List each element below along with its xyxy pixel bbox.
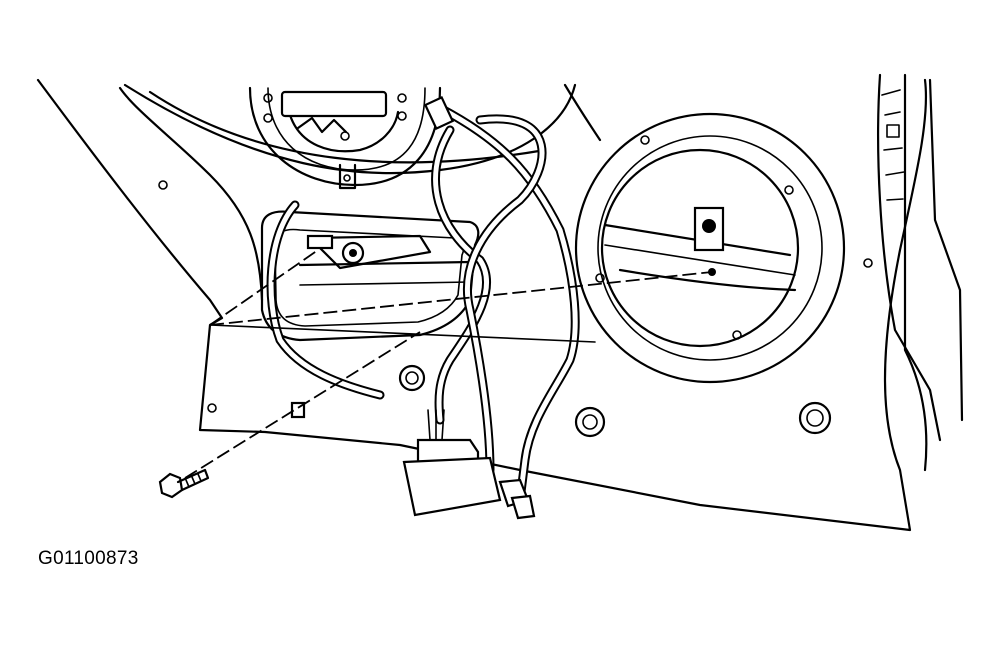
figure-id-label: G01100873 xyxy=(38,548,139,569)
upper-access-opening xyxy=(248,86,442,190)
bolt-fastener xyxy=(158,468,210,499)
middle-access-cavity xyxy=(260,210,480,342)
door-inner-panel xyxy=(36,73,964,532)
panel-holes xyxy=(158,180,873,438)
speaker-opening xyxy=(574,112,846,384)
wiring-harness xyxy=(266,95,580,505)
callout-lines xyxy=(184,249,713,479)
harness-connectors xyxy=(402,438,536,520)
